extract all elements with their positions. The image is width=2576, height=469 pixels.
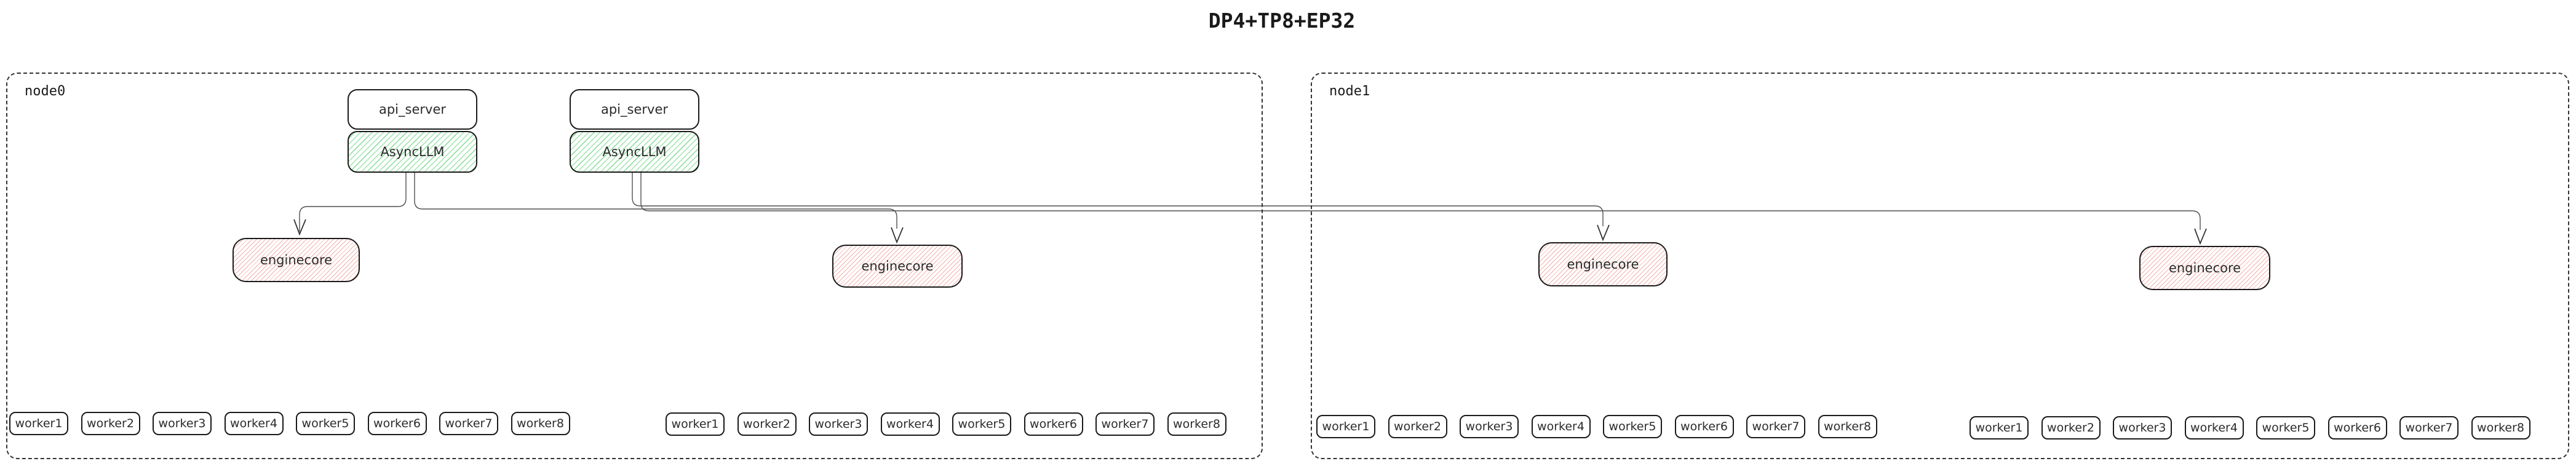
worker-box: worker1: [1316, 415, 1375, 438]
worker-box: worker5: [1603, 415, 1662, 438]
worker-box: worker6: [1674, 415, 1734, 438]
api-server-box-1: api_server: [348, 89, 477, 130]
edge-asyncllm2-to-enginecore4: [640, 173, 2201, 230]
asyncllm-box-2: AsyncLLM: [570, 131, 699, 173]
worker-box: worker5: [296, 412, 355, 435]
worker-row-node0-a: worker1 worker2 worker3 worker4 worker5 worke…: [9, 412, 570, 435]
worker-box: worker2: [2041, 416, 2101, 439]
worker-box: worker4: [880, 412, 940, 436]
worker-box: worker2: [81, 412, 140, 435]
worker-box: worker7: [1746, 415, 1805, 438]
enginecore-box-2: enginecore: [832, 245, 963, 288]
worker-box: worker8: [2471, 416, 2530, 439]
worker-box: worker5: [952, 412, 1011, 436]
arrowhead-icon: [2194, 228, 2207, 245]
arrowhead-icon: [1597, 224, 1610, 242]
worker-box: worker7: [2399, 416, 2459, 439]
worker-box: worker7: [1095, 412, 1155, 436]
worker-box: worker3: [2113, 416, 2172, 439]
worker-box: worker3: [1460, 415, 1519, 438]
node0-group: node0: [6, 73, 1263, 459]
worker-box: worker3: [153, 412, 212, 435]
diagram-title: DP4+TP8+EP32: [1208, 9, 1356, 33]
worker-box: worker2: [737, 412, 797, 436]
api-server-box-2: api_server: [570, 89, 699, 130]
worker-row-node1-a: worker1 worker2 worker3 worker4 worker5 worke…: [1316, 415, 1877, 438]
worker-box: worker6: [367, 412, 427, 435]
edge-asyncllm1-to-enginecore2: [414, 173, 897, 229]
worker-box: worker6: [1024, 412, 1083, 436]
worker-box: worker1: [666, 412, 725, 436]
worker-box: worker4: [224, 412, 284, 435]
worker-row-node0-b: worker1 worker2 worker3 worker4 worker5 worke…: [666, 412, 1226, 436]
edge-asyncllm1-to-enginecore1: [299, 173, 407, 232]
node0-label: node0: [25, 84, 66, 99]
worker-box: worker6: [2328, 416, 2387, 439]
worker-box: worker8: [1818, 415, 1877, 438]
enginecore-box-4: enginecore: [2139, 246, 2270, 290]
worker-box: worker1: [1970, 416, 2029, 439]
enginecore-box-3: enginecore: [1538, 242, 1668, 286]
worker-box: worker4: [1531, 415, 1591, 438]
worker-box: worker3: [809, 412, 868, 436]
worker-box: worker8: [1167, 412, 1226, 436]
worker-box: worker4: [2184, 416, 2244, 439]
arrowhead-icon: [293, 219, 306, 236]
worker-row-node1-b: worker1 worker2 worker3 worker4 worker5 worke…: [1970, 416, 2530, 439]
node1-group: node1: [1311, 73, 2569, 459]
worker-box: worker7: [439, 412, 498, 435]
node1-label: node1: [1329, 84, 1370, 99]
worker-box: worker5: [2256, 416, 2315, 439]
asyncllm-box-1: AsyncLLM: [348, 131, 477, 173]
worker-box: worker2: [1388, 415, 1447, 438]
enginecore-box-1: enginecore: [233, 238, 360, 282]
worker-box: worker8: [511, 412, 570, 435]
worker-box: worker1: [9, 412, 68, 435]
arrowhead-icon: [891, 227, 904, 244]
